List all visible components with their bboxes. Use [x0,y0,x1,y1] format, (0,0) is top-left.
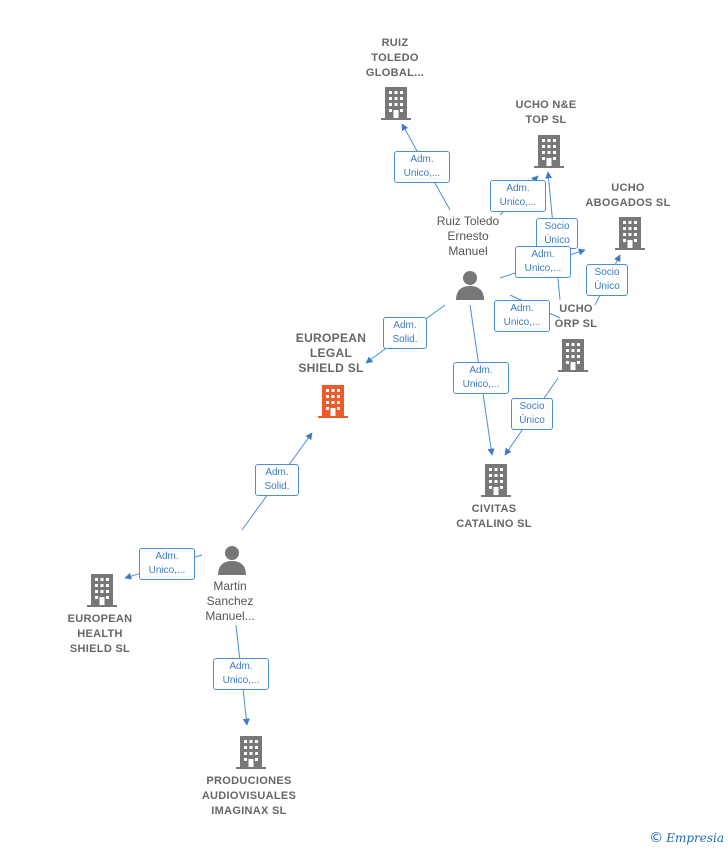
person-label-martin-sanchez[interactable]: Martin Sanchez Manuel... [205,579,255,623]
person-label-ruiz-toledo-ernesto[interactable]: Ruiz Toledo Ernesto Manuel [436,214,500,258]
node-label-ucho-abogados[interactable]: UCHO ABOGADOS SL [585,182,671,209]
brand-name: Empresia [666,831,724,845]
node-label-ucho-ne-top[interactable]: UCHO N&E TOP SL [515,99,577,126]
building-icon[interactable] [481,463,511,497]
person-icon[interactable] [455,270,485,300]
brand-watermark: ©Empresia [649,830,724,846]
edge-label-martin-producciones[interactable]: Adm. Unico,... [213,658,269,690]
edge-label-corp-abogados[interactable]: Socio Único [586,264,628,296]
building-icon[interactable] [236,735,266,769]
edge-label-ruiz-civitas[interactable]: Adm. Unico,... [453,362,509,394]
node-label-producciones[interactable]: PRODUCIONES AUDIOVISUALES IMAGINAX SL [201,775,297,817]
edge-label-martin-health[interactable]: Adm. Unico,... [139,548,195,580]
edge-label-ruiz-abogados[interactable]: Adm. Unico,... [515,246,571,278]
edge-label-corp-ucho-top[interactable]: Socio Único [536,218,578,249]
person-icon[interactable] [217,545,247,575]
edge-label-ruiz-corp[interactable]: Adm. Unico,... [494,300,550,332]
edge-label-ruiz-legal[interactable]: Adm. Solid. [383,317,427,349]
node-label-european-health-shield[interactable]: EUROPEAN HEALTH SHIELD SL [67,613,133,655]
focus-building-icon[interactable] [318,384,348,418]
copyright-icon: © [649,830,664,846]
edge-label-ruiz-ucho-top[interactable]: Adm. Unico,... [490,180,546,212]
edge-label-corp-civitas[interactable]: Socio Único [511,398,553,430]
node-label-european-legal-shield[interactable]: EUROPEAN LEGAL SHIELD SL [295,331,367,375]
node-label-ucho-corp[interactable]: UCHO ORP SL [554,303,598,330]
building-icon[interactable] [534,134,564,168]
edge-label-ruiz-global[interactable]: Adm. Unico,... [394,151,450,183]
building-icon[interactable] [381,86,411,120]
node-label-civitas-catalino[interactable]: CIVITAS CATALINO SL [456,503,532,530]
node-label-ruiz-toledo-global[interactable]: RUIZ TOLEDO GLOBAL... [365,37,425,79]
edge-label-martin-legal[interactable]: Adm. Solid. [255,464,299,496]
building-icon[interactable] [558,338,588,372]
building-icon[interactable] [615,216,645,250]
building-icon[interactable] [87,573,117,607]
